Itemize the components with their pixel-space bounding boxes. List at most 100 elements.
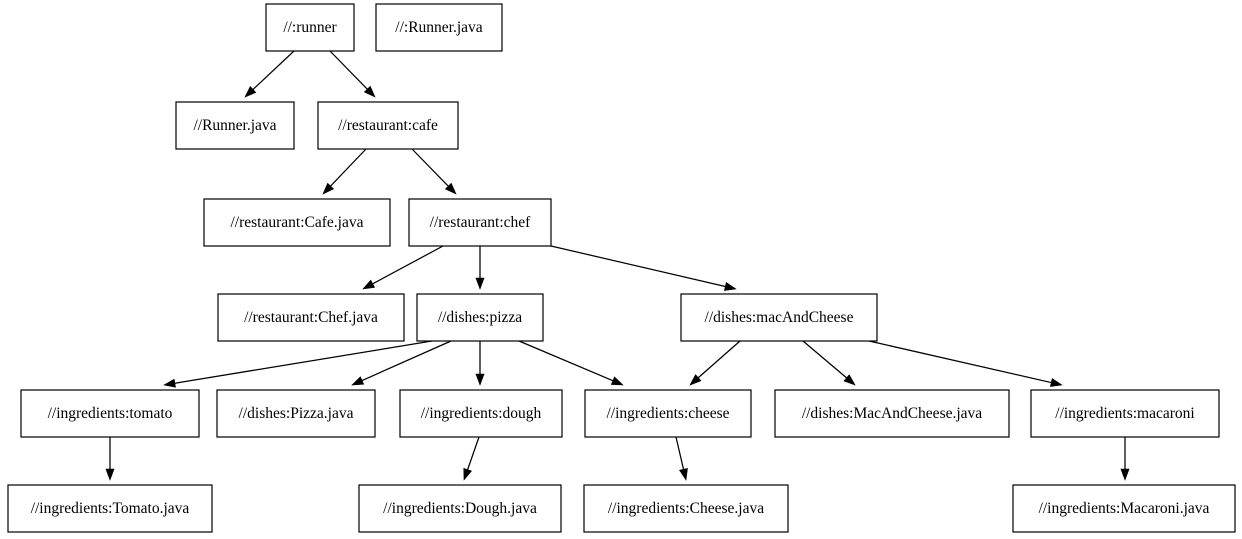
edge-arrowhead-icon: [351, 376, 365, 386]
nodes-layer: //:runner //:Runner.java //Runner.java //re…: [7, 3, 1236, 533]
graph-edge: [802, 340, 856, 386]
graph-edge: [463, 436, 480, 481]
graph-edge: [475, 246, 485, 290]
node-label: //ingredients:tomato: [48, 405, 173, 422]
node-label: //restaurant:Chef.java: [244, 309, 378, 326]
node-label: //dishes:MacAndCheese.java: [802, 405, 982, 422]
graph-node-restaurant_chef[interactable]: //restaurant:chef: [408, 198, 552, 247]
edge-line: [411, 148, 449, 187]
graph-edge: [163, 340, 433, 388]
node-label: //ingredients:macaroni: [1055, 405, 1195, 422]
edge-line: [675, 436, 685, 470]
graph-edge: [322, 148, 367, 195]
graph-node-ing_dough_java[interactable]: //ingredients:Dough.java: [358, 484, 562, 533]
node-label: //:Runner.java: [395, 19, 483, 36]
edge-line: [361, 340, 452, 382]
graph-edge: [518, 340, 624, 386]
edge-line: [550, 245, 726, 288]
edge-arrowhead-icon: [322, 182, 335, 195]
edge-arrowhead-icon: [610, 376, 624, 386]
node-label: //ingredients:Dough.java: [383, 500, 537, 517]
edge-arrowhead-icon: [679, 467, 688, 481]
edge-line: [330, 148, 367, 187]
graph-edge: [362, 245, 444, 290]
graph-edge: [550, 245, 737, 291]
edge-line: [372, 245, 444, 285]
node-label: //dishes:Pizza.java: [239, 405, 354, 422]
edge-arrowhead-icon: [1120, 468, 1130, 481]
edge-line: [329, 50, 368, 90]
node-box[interactable]: [583, 484, 789, 533]
graph-node-restaurant_cafe[interactable]: //restaurant:cafe: [317, 101, 459, 150]
node-box[interactable]: [175, 101, 295, 150]
graph-node-dishes_pizza[interactable]: //dishes:pizza: [416, 293, 544, 342]
edge-line: [174, 340, 433, 384]
node-box[interactable]: [20, 389, 200, 438]
node-box[interactable]: [774, 389, 1010, 438]
node-label: //ingredients:cheese: [606, 405, 729, 422]
edge-arrowhead-icon: [163, 378, 176, 388]
edge-arrowhead-icon: [1049, 378, 1063, 387]
graph-edge: [1120, 437, 1130, 481]
edge-arrowhead-icon: [843, 374, 856, 386]
edge-line: [518, 340, 614, 382]
node-label: //restaurant:cafe: [338, 117, 438, 134]
edge-line: [252, 50, 295, 90]
graph-node-ing_macaroni[interactable]: //ingredients:macaroni: [1030, 389, 1220, 438]
node-label: //:runner: [283, 19, 337, 36]
node-label: //ingredients:Cheese.java: [608, 500, 764, 517]
node-box[interactable]: [358, 484, 562, 533]
edge-arrowhead-icon: [244, 85, 257, 98]
graph-edge: [411, 148, 457, 195]
node-label: //dishes:macAndCheese: [705, 309, 854, 326]
edge-arrowhead-icon: [444, 182, 457, 195]
node-label: //restaurant:chef: [430, 214, 532, 231]
graph-node-dishes_macandcheese[interactable]: //dishes:macAndCheese: [680, 293, 878, 342]
graph-edge: [475, 341, 485, 386]
node-box[interactable]: [317, 101, 459, 150]
graph-node-restaurant_cafe_java[interactable]: //restaurant:Cafe.java: [203, 198, 391, 247]
node-label: //dishes:pizza: [438, 309, 522, 326]
graph-node-ing_dough[interactable]: //ingredients:dough: [399, 389, 563, 438]
node-box[interactable]: [584, 389, 752, 438]
node-box[interactable]: [408, 198, 552, 247]
graph-node-runner[interactable]: //:runner: [265, 3, 355, 52]
edge-line: [467, 436, 480, 470]
node-box[interactable]: [1030, 389, 1220, 438]
edge-arrowhead-icon: [105, 468, 115, 481]
graph-node-restaurant_chef_java[interactable]: //restaurant:Chef.java: [217, 293, 405, 342]
node-label: //ingredients:Tomato.java: [31, 500, 190, 517]
node-box[interactable]: [1012, 484, 1236, 533]
graph-node-ing_tomato_java[interactable]: //ingredients:Tomato.java: [7, 484, 213, 533]
graph-edge: [329, 50, 376, 98]
edge-line: [868, 340, 1052, 384]
edge-line: [697, 340, 741, 379]
graph-node-ing_macaroni_java[interactable]: //ingredients:Macaroni.java: [1012, 484, 1236, 533]
graph-node-dishes_mac_java[interactable]: //dishes:MacAndCheese.java: [774, 389, 1010, 438]
node-box[interactable]: [416, 293, 544, 342]
graph-node-dishes_pizza_java[interactable]: //dishes:Pizza.java: [216, 389, 376, 438]
graph-node-runner_java[interactable]: //Runner.java: [175, 101, 295, 150]
edge-arrowhead-icon: [363, 85, 376, 98]
graph-node-ing_tomato[interactable]: //ingredients:tomato: [20, 389, 200, 438]
node-box[interactable]: [265, 3, 355, 52]
graph-edge: [105, 437, 115, 481]
node-box[interactable]: [203, 198, 391, 247]
node-box[interactable]: [7, 484, 213, 533]
graph-edge: [244, 50, 295, 98]
edge-arrowhead-icon: [475, 373, 485, 386]
graph-node-ing_cheese[interactable]: //ingredients:cheese: [584, 389, 752, 438]
node-box[interactable]: [217, 293, 405, 342]
node-box[interactable]: [680, 293, 878, 342]
graph-node-ing_cheese_java[interactable]: //ingredients:Cheese.java: [583, 484, 789, 533]
node-label: //Runner.java: [193, 117, 276, 134]
node-box[interactable]: [375, 3, 503, 52]
edge-line: [802, 340, 848, 379]
graph-node-runner_java_root[interactable]: //:Runner.java: [375, 3, 503, 52]
node-box[interactable]: [399, 389, 563, 438]
node-box[interactable]: [216, 389, 376, 438]
node-label: //ingredients:Macaroni.java: [1039, 500, 1210, 517]
node-label: //ingredients:dough: [421, 405, 542, 422]
